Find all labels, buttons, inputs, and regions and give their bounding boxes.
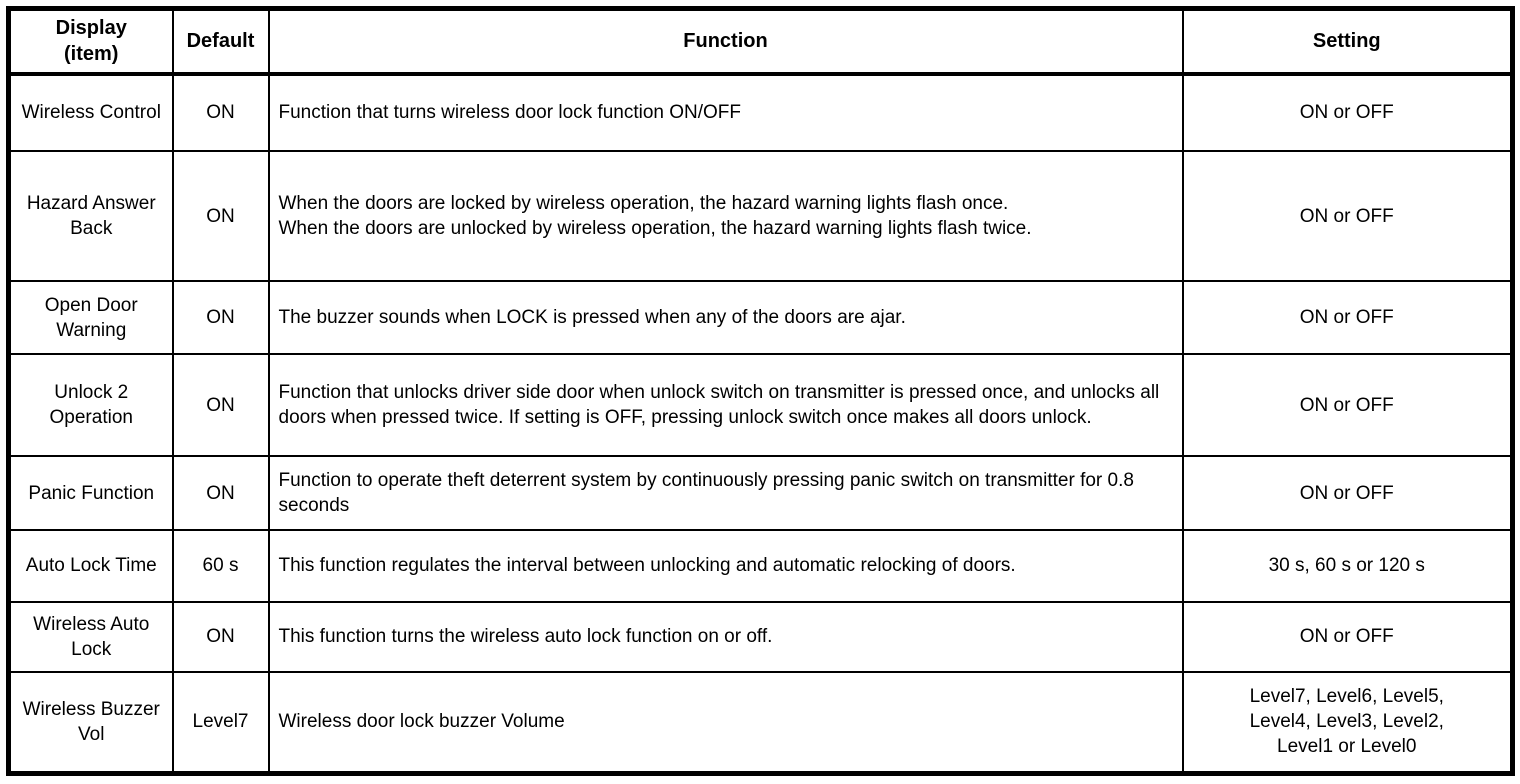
col-header-function: Function: [267, 7, 1184, 76]
header-row: Display (item) Default Function Setting: [7, 7, 1514, 76]
default-cell: ON: [171, 150, 270, 283]
setting-cell: ON or OFF: [1181, 280, 1514, 356]
table-row-wireless-control: Wireless Control ON Function that turns …: [7, 72, 1514, 153]
setting-cell: 30 s, 60 s or 120 s: [1181, 529, 1514, 603]
function-cell: Function that unlocks driver side door w…: [267, 353, 1184, 458]
default-cell: ON: [171, 280, 270, 356]
col-header-display: Display (item): [7, 7, 174, 76]
display-cell: Wireless Control: [7, 72, 174, 153]
display-cell: Unlock 2 Operation: [7, 353, 174, 458]
function-cell: The buzzer sounds when LOCK is pressed w…: [267, 280, 1184, 356]
setting-cell: ON or OFF: [1181, 150, 1514, 283]
table-row-open-door-warning: Open Door Warning ON The buzzer sounds w…: [7, 280, 1514, 356]
default-cell: ON: [171, 455, 270, 532]
default-cell: 60 s: [171, 529, 270, 603]
table-row-hazard-answer-back: Hazard Answer Back ON When the doors are…: [7, 150, 1514, 283]
display-cell: Wireless Auto Lock: [7, 600, 174, 673]
display-cell: Hazard Answer Back: [7, 150, 174, 283]
setting-cell: ON or OFF: [1181, 353, 1514, 458]
function-cell: Function that turns wireless door lock f…: [267, 72, 1184, 153]
setting-cell: Level7, Level6, Level5, Level4, Level3, …: [1181, 670, 1514, 775]
default-cell: Level7: [171, 670, 270, 775]
display-cell: Wireless Buzzer Vol: [7, 670, 174, 775]
table-row-panic-function: Panic Function ON Function to operate th…: [7, 455, 1514, 532]
function-cell: This function turns the wireless auto lo…: [267, 600, 1184, 673]
default-cell: ON: [171, 353, 270, 458]
display-cell: Panic Function: [7, 455, 174, 532]
table-row-unlock-2-operation: Unlock 2 Operation ON Function that unlo…: [7, 353, 1514, 458]
setting-cell: ON or OFF: [1181, 72, 1514, 153]
function-cell: When the doors are locked by wireless op…: [267, 150, 1184, 283]
wireless-door-lock-settings-table: Display (item) Default Function Setting …: [6, 6, 1515, 776]
default-cell: ON: [171, 72, 270, 153]
setting-cell: ON or OFF: [1181, 600, 1514, 673]
function-cell: Function to operate theft deterrent syst…: [267, 455, 1184, 532]
display-cell: Open Door Warning: [7, 280, 174, 356]
table-row-auto-lock-time: Auto Lock Time 60 s This function regula…: [7, 529, 1514, 603]
function-cell: This function regulates the interval bet…: [267, 529, 1184, 603]
table-row-wireless-buzzer-vol: Wireless Buzzer Vol Level7 Wireless door…: [7, 670, 1514, 775]
setting-cell: ON or OFF: [1181, 455, 1514, 532]
col-header-setting: Setting: [1181, 7, 1514, 76]
table-row-wireless-auto-lock: Wireless Auto Lock ON This function turn…: [7, 600, 1514, 673]
display-cell: Auto Lock Time: [7, 529, 174, 603]
default-cell: ON: [171, 600, 270, 673]
function-cell: Wireless door lock buzzer Volume: [267, 670, 1184, 775]
col-header-default: Default: [171, 7, 270, 76]
